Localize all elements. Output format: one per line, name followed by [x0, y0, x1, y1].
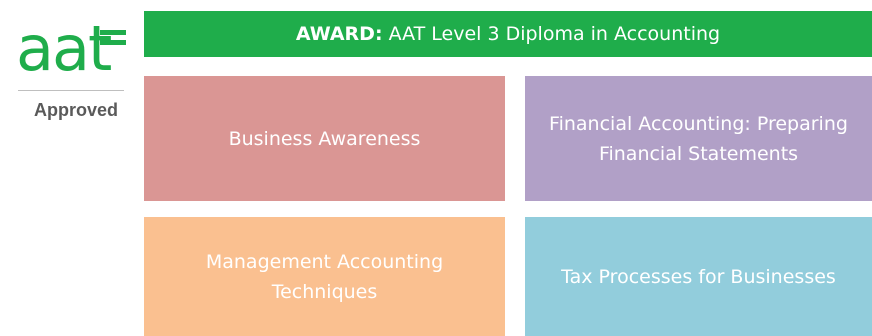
aat-wordmark: aat	[16, 12, 111, 84]
award-banner: AWARD: AAT Level 3 Diploma in Accounting	[144, 11, 872, 57]
aat-logo-icon: aat	[16, 12, 126, 84]
unit-box-tax-processes: Tax Processes for Businesses	[525, 217, 872, 336]
unit-box-financial-accounting: Financial Accounting: Preparing Financia…	[525, 76, 872, 201]
unit-label: Management Accounting Techniques	[205, 250, 444, 303]
logo-divider	[18, 90, 124, 91]
unit-box-management-accounting: Management Accounting Techniques	[144, 217, 505, 336]
award-prefix: AWARD:	[295, 23, 383, 45]
aat-approved-logo: aat Approved	[14, 12, 132, 122]
award-title: AAT Level 3 Diploma in Accounting	[388, 23, 721, 45]
unit-box-business-awareness: Business Awareness	[144, 76, 505, 201]
unit-label: Business Awareness	[228, 127, 421, 150]
unit-label: Financial Accounting: Preparing Financia…	[549, 112, 848, 165]
logo-approved-label: Approved	[34, 100, 119, 120]
unit-label: Tax Processes for Businesses	[561, 265, 836, 288]
